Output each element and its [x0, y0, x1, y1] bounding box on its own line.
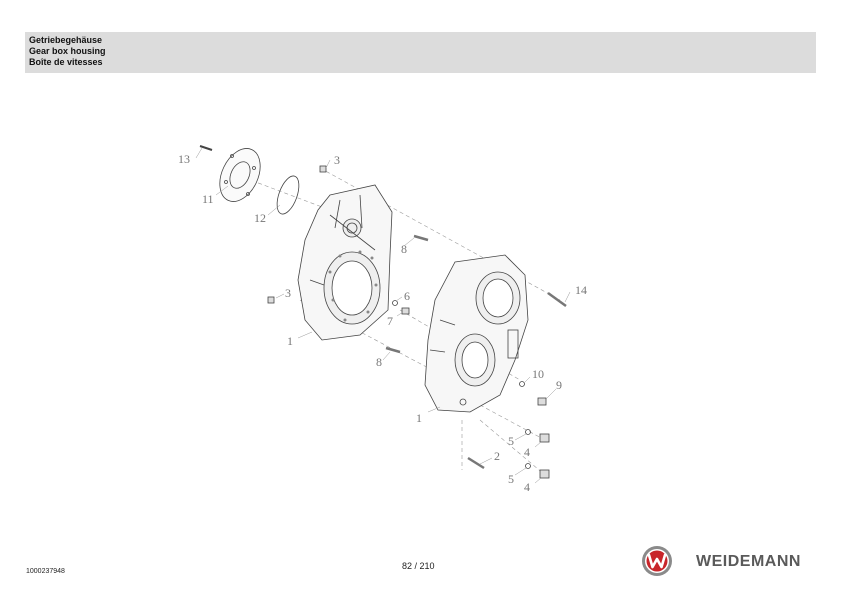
callout-14: 14 [575, 283, 587, 297]
callout-7: 7 [387, 314, 393, 328]
part-3-nut-left [267, 296, 275, 304]
part-5-seal-ring-lower [525, 463, 531, 469]
part-9-plug [537, 397, 547, 406]
part-11-cover-plate [219, 148, 261, 202]
callout-8-bottom: 8 [376, 355, 382, 369]
title-english: Gear box housing [29, 46, 106, 56]
part-3-nut-top [319, 165, 327, 173]
part-5-seal-ring-upper [525, 429, 531, 435]
callout-8-top: 8 [401, 242, 407, 256]
part-8-dowel-pin-bottom [385, 346, 401, 354]
callout-4-upper: 4 [524, 445, 530, 459]
callout-12: 12 [254, 211, 266, 225]
callout-4-lower: 4 [524, 480, 530, 494]
callout-5-upper: 5 [508, 434, 514, 448]
part-6-seal-washer [392, 300, 398, 306]
weidemann-logo-icon [642, 546, 672, 576]
part-10-seal-ring [519, 381, 525, 387]
part-4-plug-upper [539, 433, 550, 443]
callout-11: 11 [202, 192, 214, 206]
callout-9: 9 [556, 378, 562, 392]
part-4-plug-lower [539, 469, 550, 479]
brand-logo: WEIDEMANN [640, 545, 820, 577]
callout-1-right: 1 [416, 411, 422, 425]
part-1-housing-left [297, 184, 393, 341]
part-1-housing-right [424, 254, 529, 413]
callout-3-top: 3 [334, 153, 340, 167]
callout-6: 6 [404, 289, 410, 303]
callout-5-lower: 5 [508, 472, 514, 486]
part-14-bolt [547, 291, 567, 308]
part-13-screw [199, 145, 213, 151]
page-number: 82 / 210 [402, 561, 435, 571]
part-12-o-ring [276, 175, 300, 215]
document-number: 1000237948 [26, 568, 65, 575]
callout-2: 2 [494, 449, 500, 463]
callout-10: 10 [532, 367, 544, 381]
header-bar: Getriebegehäuse Gear box housing Boîte d… [25, 32, 816, 73]
brand-name: WEIDEMANN [696, 553, 801, 570]
part-7-plug [401, 307, 410, 315]
title-german: Getriebegehäuse [29, 35, 103, 45]
callout-1-left: 1 [287, 334, 293, 348]
callout-13: 13 [178, 152, 190, 166]
callout-3-left: 3 [285, 286, 291, 300]
part-2-bolt [467, 456, 485, 470]
title-french: Boîte de vitesses [29, 57, 103, 67]
part-8-dowel-pin-top [413, 234, 429, 242]
